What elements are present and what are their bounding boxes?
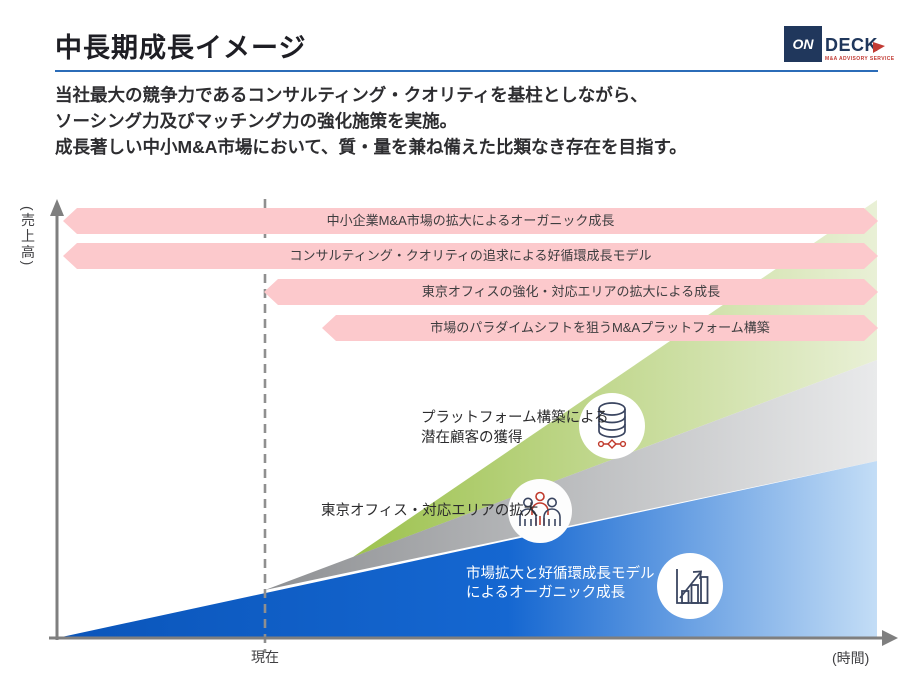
y-axis: [50, 199, 64, 640]
growth-banner-market-expansion: 中小企業M&A市場の拡大によるオーガニック成長: [63, 208, 878, 234]
label-line: プラットフォーム構築による: [421, 410, 609, 426]
banner-label: コンサルティング・クオリティの追求による好循環成長モデル: [289, 248, 652, 263]
bar-chart-icon: [676, 569, 709, 604]
people-icon: [519, 491, 561, 526]
tokyo-icon-circle: [508, 479, 572, 543]
page-title: 中長期成長イメージ: [55, 33, 307, 63]
banner-label: 東京オフィスの強化・対応エリアの拡大による成長: [421, 284, 721, 299]
label-line: 市場拡大と好循環成長モデル: [466, 566, 655, 582]
ondeck-logo: ON DECK M&A ADVISORY SERVICE: [784, 24, 894, 66]
now-label: 現在: [251, 649, 279, 665]
logo-arrow-icon: [873, 42, 885, 53]
database-icon: [597, 402, 627, 449]
label-line: 潜在顧客の獲得: [421, 430, 523, 446]
label-line: によるオーガニック成長: [466, 585, 626, 601]
gray-wedge: [265, 360, 877, 590]
logo-deck-text: DECK: [825, 35, 879, 55]
platform-wedge-label: プラットフォーム構築による 潜在顧客の獲得: [421, 408, 609, 448]
organic-wedge-label: 市場拡大と好循環成長モデル によるオーガニック成長: [466, 565, 655, 603]
lead-line-1: 当社最大の競争力であるコンサルティング・クオリティを基柱としながら、: [55, 85, 648, 105]
x-axis-label: (時間): [832, 650, 870, 666]
label-line: 東京オフィス・対応エリアの拡大: [321, 503, 539, 519]
growth-banner-platform: 市場のパラダイムシフトを狙うM&Aプラットフォーム構築: [322, 315, 878, 341]
title-underline: [55, 70, 878, 72]
growth-banner-consulting-quality: コンサルティング・クオリティの追求による好循環成長モデル: [63, 243, 878, 269]
y-axis-arrow-icon: [50, 199, 64, 216]
x-axis: [49, 630, 898, 646]
lead-paragraph: 当社最大の競争力であるコンサルティング・クオリティを基柱としながら、 ソーシング…: [55, 82, 687, 160]
banner-label: 市場のパラダイムシフトを狙うM&Aプラットフォーム構築: [430, 320, 770, 335]
x-axis-arrow-icon: [882, 630, 898, 646]
growth-banner-tokyo-office: 東京オフィスの強化・対応エリアの拡大による成長: [264, 279, 878, 305]
banner-label: 中小企業M&A市場の拡大によるオーガニック成長: [326, 213, 615, 228]
tokyo-wedge-label: 東京オフィス・対応エリアの拡大: [321, 501, 538, 521]
lead-line-2: ソーシング力及びマッチング力の強化施策を実施。: [55, 111, 458, 131]
logo-on-box: ON: [784, 26, 822, 62]
logo-tagline: M&A ADVISORY SERVICE: [825, 56, 895, 62]
lead-line-3: 成長著しい中小M&A市場において、質・量を兼ね備えた比類なき存在を目指す。: [55, 137, 687, 157]
y-axis-label: (売上高): [20, 206, 36, 268]
